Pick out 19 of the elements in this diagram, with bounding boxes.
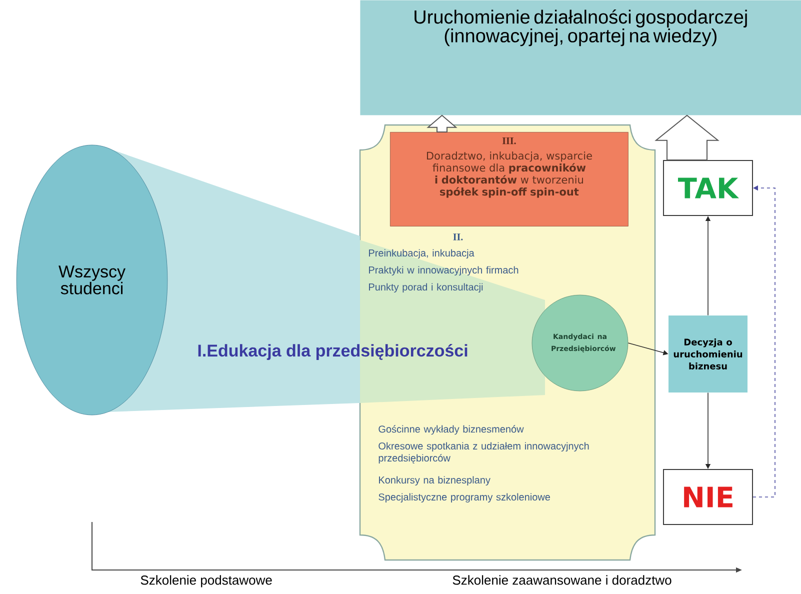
ellipse-node: Wszyscy studenci	[16, 144, 168, 416]
block-arrow	[426, 114, 458, 132]
block-arrow	[654, 114, 720, 160]
banner-box: Uruchomienie działalności gospodarczej (innowacyjnej, opartej na wiedzy)	[360, 0, 801, 116]
heading-label: I.Edukacja dla przedsiębiorczości	[198, 344, 468, 360]
list-item: Gościnne wykłady biznesmenów	[378, 425, 524, 435]
list-item: Konkursy na biznesplany	[379, 476, 490, 486]
list-item: Specjalistyczne programy szkoleniowe	[378, 493, 550, 502]
list-item: Praktyki w innowacyjnych firmach	[369, 266, 518, 276]
axis-label: Szkolenie podstawowe	[140, 575, 272, 588]
decision-box: Decyzja o uruchomieniu biznesu	[668, 316, 748, 392]
list-item: Punkty porad i konsultacji	[369, 283, 483, 292]
axis-label: Szkolenie zaawansowane i doradztwo	[452, 575, 672, 585]
list-item: Preinkubacja, inkubacja	[369, 249, 474, 258]
answer-box: TAK	[663, 160, 753, 216]
section-number: II.	[453, 234, 463, 240]
list-item: Okresowe spotkania z udziałem innowacyjnych przedsiębiorców	[378, 442, 589, 464]
answer-box: NIE	[663, 469, 753, 525]
highlight-box: III. Doradztwo, inkubacja, wsparcie finansowe dla pracowników i doktorantów w tworzeniu spółek spin-off spin-out	[390, 132, 628, 226]
